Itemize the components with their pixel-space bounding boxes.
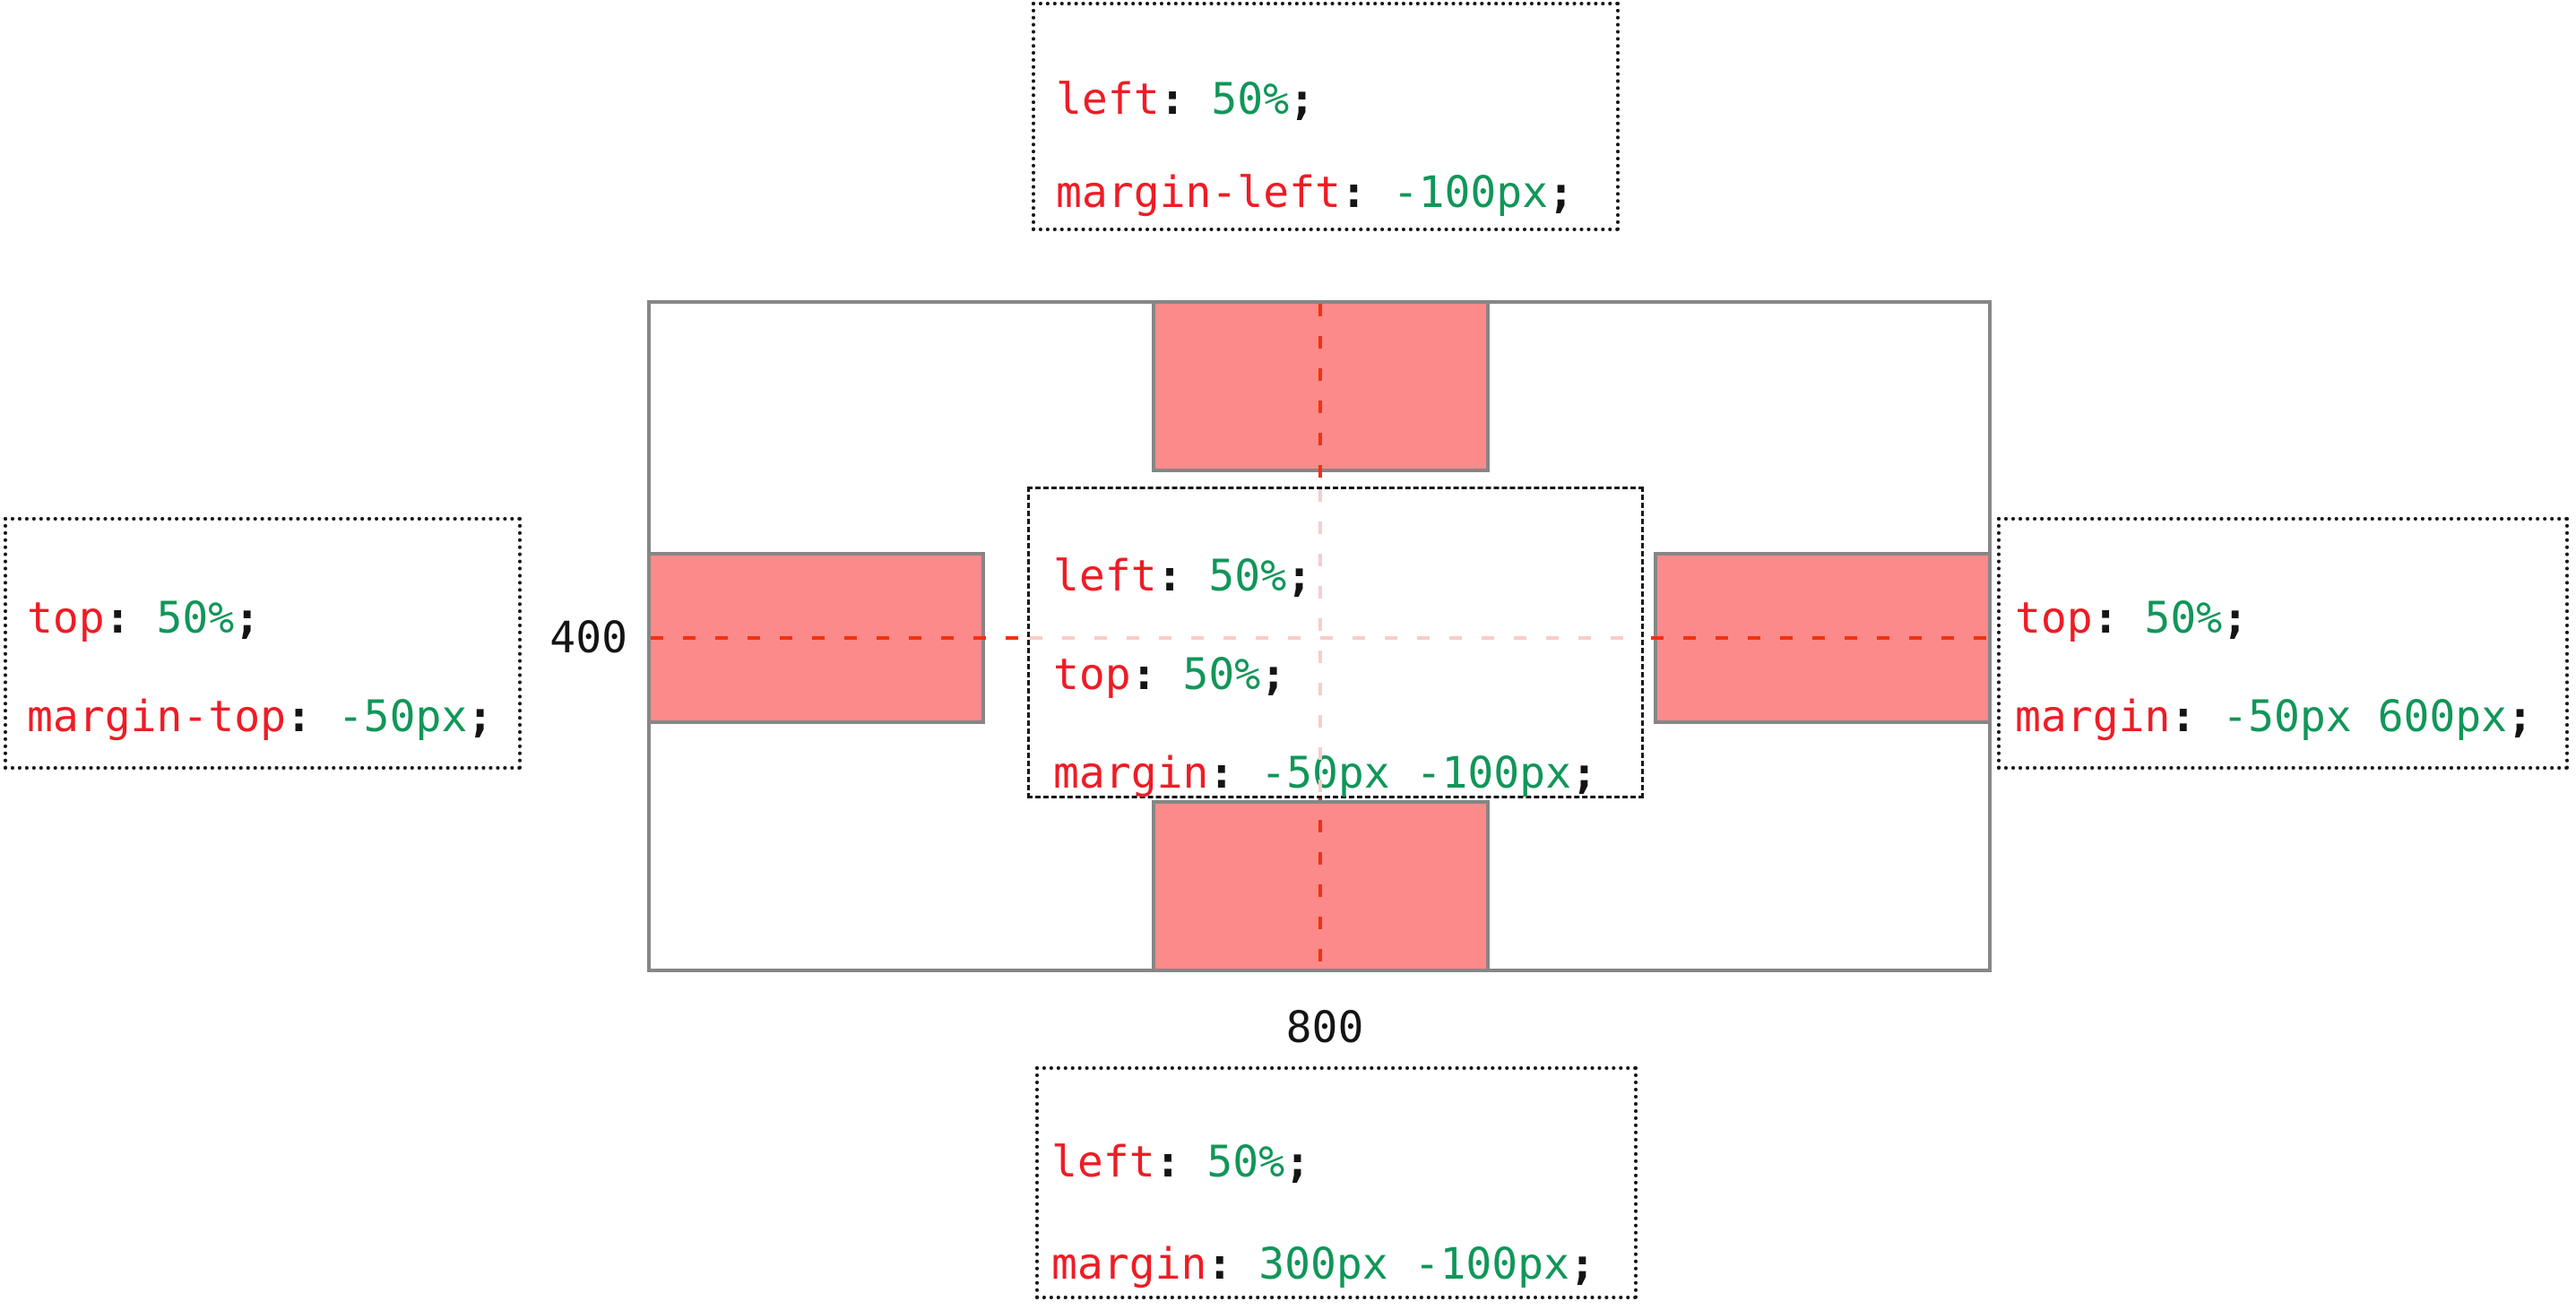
css-declaration: margin: -50px 600px; — [2015, 692, 2533, 742]
css-declaration: top: 50%; — [1053, 650, 1287, 700]
annotation-box-center: left: 50%; top: 50%; margin: -50px -100px; — [1027, 487, 1644, 798]
annotation-box-left: top: 50%; margin-top: -50px; — [4, 517, 522, 770]
container-width-label: 800 — [1285, 1003, 1364, 1053]
css-declaration: margin-top: -50px; — [27, 692, 494, 742]
annotation-box-bottom: left: 50%; margin: 300px -100px; — [1035, 1066, 1638, 1299]
annotation-box-top: left: 50%; margin-left: -100px; — [1032, 2, 1620, 231]
css-declaration: margin: -50px -100px; — [1053, 748, 1597, 798]
css-declaration: top: 50%; — [2015, 593, 2249, 643]
annotation-box-right: top: 50%; margin: -50px 600px; — [1997, 517, 2569, 770]
center-crosshair-horizontal-faint — [1030, 636, 1641, 640]
css-declaration: margin-left: -100px; — [1056, 168, 1574, 218]
css-declaration: left: 50%; — [1053, 551, 1312, 601]
css-declaration: left: 50%; — [1051, 1137, 1310, 1187]
css-declaration: top: 50%; — [27, 593, 261, 643]
container-height-label: 400 — [549, 613, 627, 663]
css-declaration: left: 50%; — [1056, 74, 1315, 125]
css-declaration: margin: 300px -100px; — [1051, 1239, 1595, 1289]
center-crosshair-vertical-faint — [1318, 489, 1322, 796]
